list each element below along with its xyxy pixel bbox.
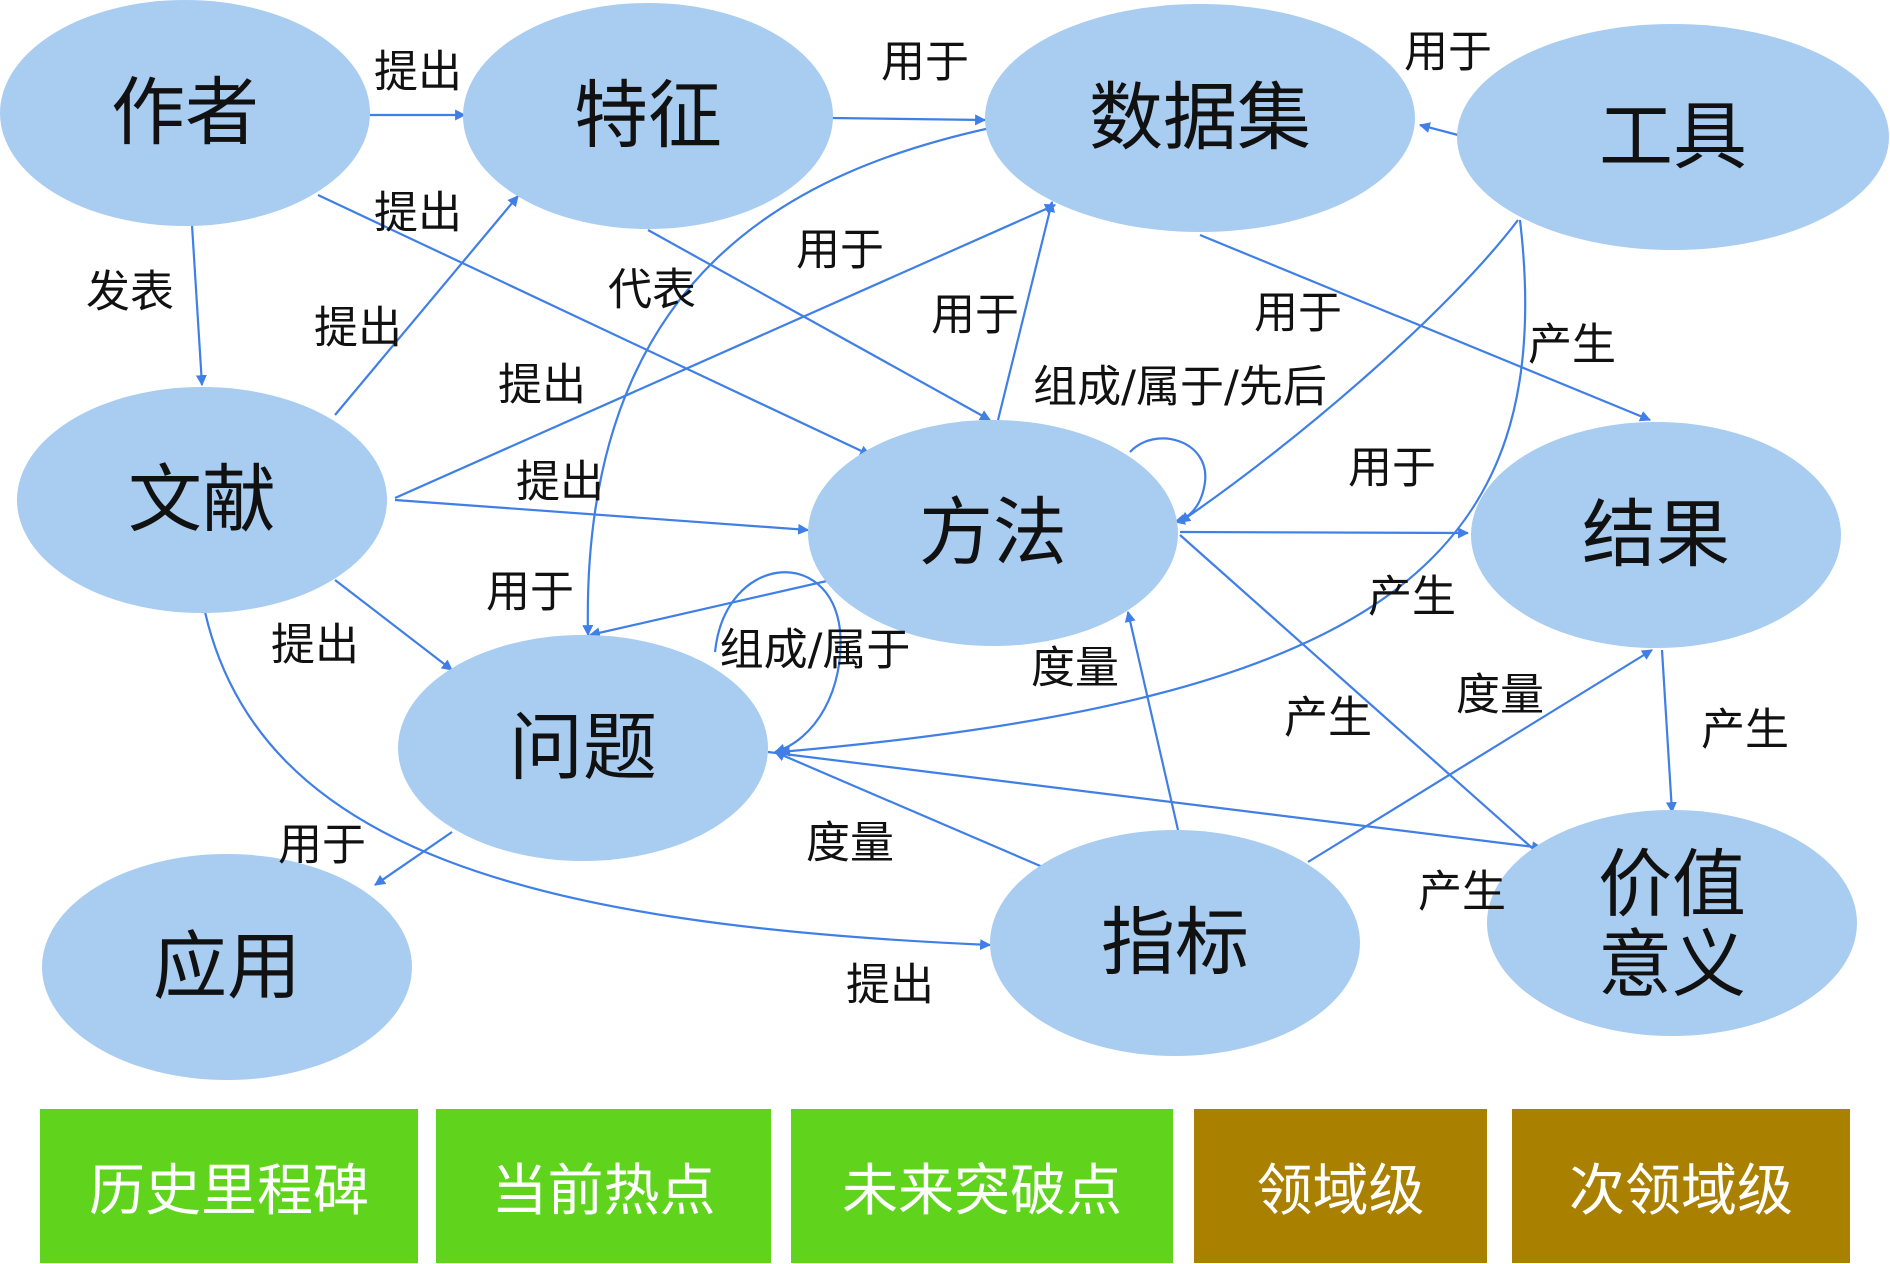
node-literature-shape xyxy=(17,387,387,613)
edge-literature-to-method xyxy=(394,498,810,535)
node-value-shape xyxy=(1487,810,1857,1036)
edge-author-to-literature xyxy=(190,224,207,387)
edge-label-method-to-problem: 用于 xyxy=(486,567,574,618)
edge-label-literature-to-feature: 提出 xyxy=(314,303,402,354)
node-dataset-shape xyxy=(985,4,1415,232)
node-value-label-line2: 意义 xyxy=(1598,922,1746,1008)
node-value-label-line1: 价值 xyxy=(1598,842,1746,928)
edge-label-literature-to-problem: 提出 xyxy=(271,620,359,671)
edge-label-feature-to-method: 代表 xyxy=(608,265,696,316)
node-literature-label: 文献 xyxy=(128,457,276,543)
edge-label-dataset-to-problem: 用于 xyxy=(796,225,884,276)
edge-label-dataset-to-result: 产生 xyxy=(1528,320,1616,371)
edge-label-literature-to-method: 提出 xyxy=(516,457,604,508)
edge-problem-to-application xyxy=(374,831,453,886)
edge-label-literature-to-metric: 提出 xyxy=(846,960,934,1011)
edge-label-tool-to-method: 用于 xyxy=(1254,288,1342,339)
edge-result-to-value xyxy=(1660,649,1677,814)
edge-label-method-self-loop: 组成/属于/先后 xyxy=(1033,362,1327,413)
edge-label-literature-to-dataset: 提出 xyxy=(498,360,586,411)
edge-problem-to-value xyxy=(767,750,1544,853)
edge-method-to-problem xyxy=(588,576,841,639)
node-feature[interactable]: 特征 xyxy=(463,3,833,229)
node-metric-label: 指标 xyxy=(1101,900,1249,986)
node-value[interactable]: 价值 意义 xyxy=(1487,810,1857,1036)
node-feature-shape xyxy=(463,3,833,229)
edge-label-author-to-method: 提出 xyxy=(374,188,462,239)
edge-tool-to-method xyxy=(1179,219,1519,523)
edge-literature-to-feature xyxy=(334,195,519,416)
node-problem-label: 问题 xyxy=(509,705,657,791)
edge-label-method-to-dataset: 用于 xyxy=(931,290,1019,341)
edge-method-to-value xyxy=(1179,534,1541,856)
node-author-label: 作者 xyxy=(111,70,259,156)
edge-author-to-method xyxy=(317,194,871,456)
edge-label-problem-to-value: 产生 xyxy=(1418,867,1506,918)
node-literature[interactable]: 文献 xyxy=(17,387,387,613)
edge-label-author-to-feature: 提出 xyxy=(374,47,462,98)
edge-metric-to-result xyxy=(1307,649,1653,863)
edge-literature-to-problem xyxy=(334,579,453,671)
node-method-shape xyxy=(808,420,1178,646)
node-author[interactable]: 作者 xyxy=(0,0,370,226)
edge-tool-to-problem xyxy=(778,219,1527,757)
edge-label-problem-to-application: 用于 xyxy=(278,820,366,871)
edge-dataset-to-result xyxy=(1199,233,1652,422)
edge-dataset-to-problem xyxy=(582,126,991,637)
edge-label-result-to-value: 产生 xyxy=(1701,705,1789,756)
node-metric-shape xyxy=(990,830,1360,1056)
edge-problem-self-loop xyxy=(713,571,842,755)
edge-label-feature-to-dataset: 用于 xyxy=(881,37,969,88)
edge-metric-to-problem xyxy=(773,750,1046,870)
legend-item-subdomain-level: 次领域级 xyxy=(1512,1109,1850,1263)
edge-literature-to-metric xyxy=(203,611,992,951)
edge-label-problem-self-loop: 组成/属于 xyxy=(720,625,911,676)
node-application[interactable]: 应用 xyxy=(42,854,412,1080)
node-result-label: 结果 xyxy=(1582,492,1730,578)
legend-item-historical-milestone: 历史里程碑 xyxy=(40,1109,418,1263)
node-tool[interactable]: 工具 xyxy=(1457,24,1889,250)
legend-item-domain-level: 领域级 xyxy=(1194,1109,1487,1263)
edge-label-method-to-result: 产生 xyxy=(1368,572,1456,623)
node-application-shape xyxy=(42,854,412,1080)
edge-method-to-dataset xyxy=(996,200,1055,421)
edge-label-metric-to-result: 度量 xyxy=(1456,670,1544,721)
node-problem-shape xyxy=(398,635,768,861)
node-dataset[interactable]: 数据集 xyxy=(985,4,1415,232)
node-tool-shape xyxy=(1457,24,1889,250)
node-result-shape xyxy=(1471,422,1841,648)
node-application-label: 应用 xyxy=(153,924,301,1010)
edge-feature-to-dataset xyxy=(831,114,987,126)
edge-method-self-loop xyxy=(1129,437,1207,525)
edge-method-to-result xyxy=(1179,527,1470,539)
node-method[interactable]: 方法 xyxy=(808,420,1178,646)
node-author-shape xyxy=(0,0,370,226)
edge-literature-to-dataset xyxy=(394,203,1057,500)
node-dataset-label: 数据集 xyxy=(1089,75,1311,161)
node-problem[interactable]: 问题 xyxy=(398,635,768,861)
edge-label-tool-to-problem: 用于 xyxy=(1348,443,1436,494)
edge-label-author-to-literature: 发表 xyxy=(86,267,174,318)
edges xyxy=(190,109,1677,951)
node-tool-label: 工具 xyxy=(1599,94,1747,180)
edge-label-metric-to-problem: 度量 xyxy=(806,818,894,869)
node-result[interactable]: 结果 xyxy=(1471,422,1841,648)
edge-metric-to-method xyxy=(1124,610,1180,831)
edge-label-tool-to-dataset: 用于 xyxy=(1404,27,1492,78)
node-feature-label: 特征 xyxy=(574,73,722,159)
node-metric[interactable]: 指标 xyxy=(990,830,1360,1056)
edge-labels: 提出 发表 提出 用于 代表 用于 用于 用于 提出 提出 提出 提出 提出 用… xyxy=(86,27,1789,1011)
edge-label-method-to-value: 产生 xyxy=(1284,693,1372,744)
nodes: 作者 特征 数据集 工具 文献 方法 结果 问题 xyxy=(0,0,1889,1080)
legend-item-future-breakthrough: 未来突破点 xyxy=(791,1109,1173,1263)
legend-item-current-hotspot: 当前热点 xyxy=(436,1109,771,1263)
node-method-label: 方法 xyxy=(919,490,1067,576)
edge-label-metric-to-method: 度量 xyxy=(1031,643,1119,694)
edge-feature-to-method xyxy=(647,229,991,421)
edge-tool-to-dataset xyxy=(1418,122,1459,137)
